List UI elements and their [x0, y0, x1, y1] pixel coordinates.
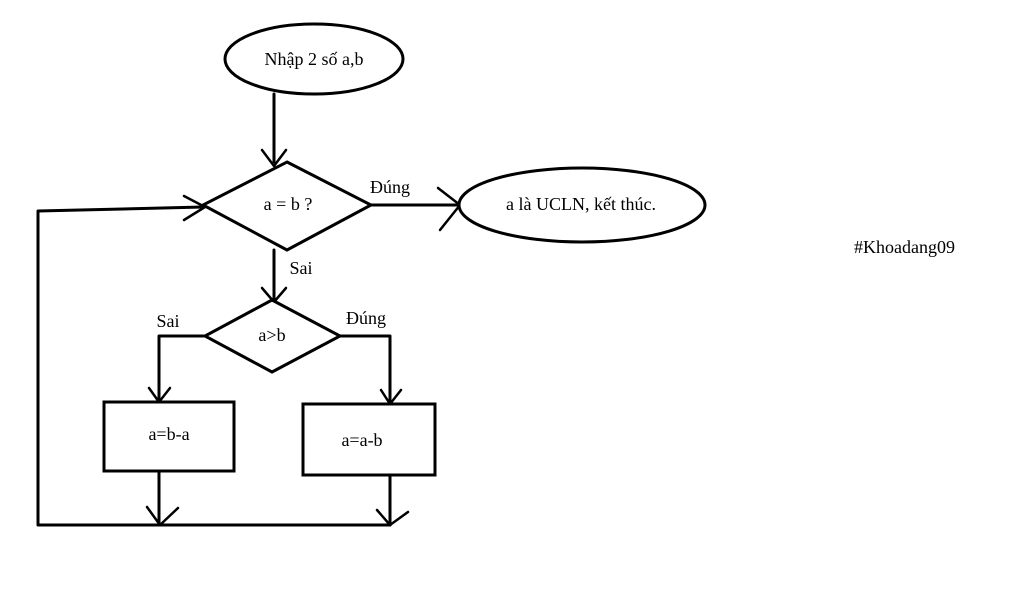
- process-b-minus-a-label: a=b-a: [148, 424, 189, 444]
- start-node-label: Nhập 2 số a,b: [265, 49, 364, 69]
- greater-true-connector: [338, 334, 392, 404]
- arrowhead-end: [436, 186, 462, 232]
- end-node-label: a là UCLN, kết thúc.: [506, 194, 656, 214]
- greater-true-label: Đúng: [346, 308, 386, 328]
- decision-greater-label: a>b: [258, 325, 285, 345]
- end-node: [457, 166, 707, 244]
- process-b-minus-a-node: [102, 400, 236, 473]
- process-a-minus-b-node: [301, 402, 437, 477]
- equal-true-label: Đúng: [370, 177, 410, 197]
- arrowhead-left-loop: [145, 505, 180, 527]
- decision-equal-label: a = b ?: [264, 194, 313, 214]
- process-a-minus-b-label: a=a-b: [341, 430, 382, 450]
- greater-false-connector: [157, 334, 207, 402]
- arrowhead-right-loop: [375, 508, 410, 527]
- decision-greater-node: [201, 298, 344, 374]
- arrowhead-start-decision: [260, 148, 288, 168]
- loop-back-connector: [36, 205, 392, 527]
- watermark-text: #Khoadang09: [854, 237, 955, 257]
- equal-false-label: Sai: [289, 258, 312, 278]
- greater-false-label: Sai: [156, 311, 179, 331]
- start-node: [223, 22, 405, 96]
- decision-equal-node: [199, 160, 375, 252]
- arrowhead-loop-back: [182, 194, 207, 222]
